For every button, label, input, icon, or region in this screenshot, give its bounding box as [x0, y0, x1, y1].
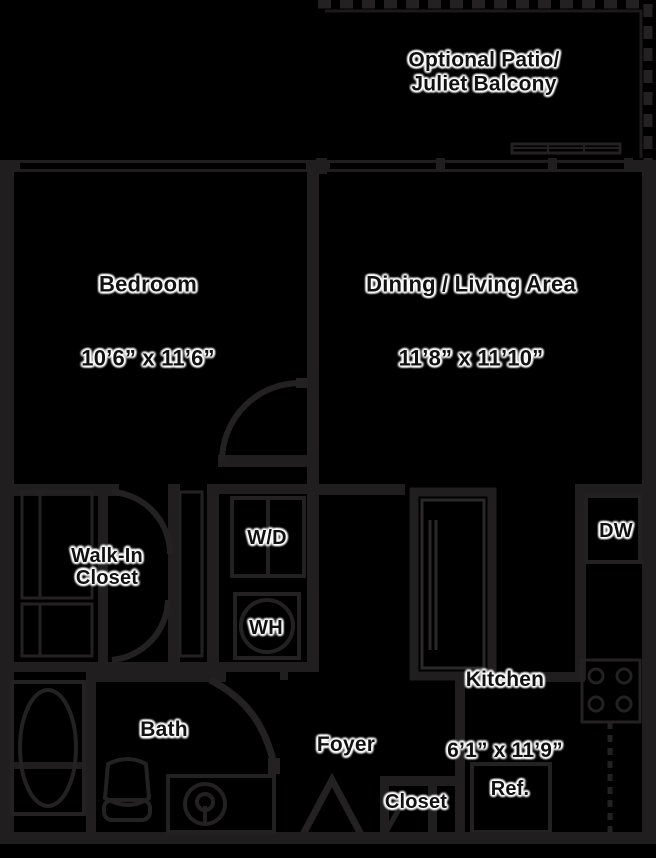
- bath-door-leaf: [268, 758, 280, 774]
- bedroom-door: [219, 378, 308, 462]
- closet-walls: [380, 776, 460, 834]
- patio-railing: [510, 142, 622, 155]
- living-window-north: [330, 163, 630, 169]
- living-walls: [319, 484, 405, 495]
- vanity-sink-icon: [166, 774, 276, 834]
- kitchen-sink-icon: [428, 520, 438, 650]
- bath-walls: [14, 762, 92, 769]
- walkin-closet-door-lower: [111, 599, 171, 663]
- walkin-closet-door-upper: [111, 489, 174, 555]
- water-heater-icon: [233, 592, 301, 660]
- laundry-walls: [219, 484, 319, 672]
- closet-shelving-icon: [20, 490, 204, 658]
- kitchen-island-inner: [420, 498, 486, 670]
- toilet-icon: [102, 757, 152, 822]
- south-wall-infill: [288, 832, 656, 844]
- coat-closet-door: [383, 797, 438, 834]
- walkin-closet-walls: [14, 484, 220, 672]
- patio-outline-inner: [325, 9, 643, 158]
- dishwasher-icon: [584, 494, 642, 564]
- kitchen-walls: [455, 484, 645, 834]
- bath-door: [208, 676, 278, 765]
- foyer-walls: [86, 672, 288, 834]
- bedroom-window-north: [20, 163, 306, 169]
- bathtub-icon: [10, 680, 86, 816]
- patio-outline: [318, 0, 653, 160]
- entry-door: [296, 772, 368, 842]
- kitchen-island-icon: [409, 487, 497, 681]
- washer-dryer-icon: [230, 496, 306, 578]
- living-window-mullions: [316, 158, 633, 174]
